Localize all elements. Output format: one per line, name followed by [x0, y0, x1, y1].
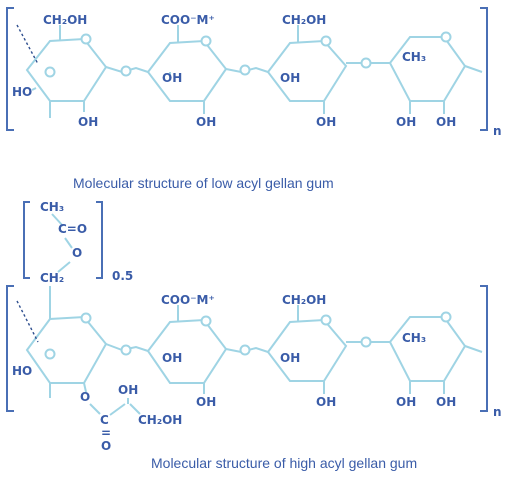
sugar-ring-4-low [388, 36, 467, 102]
sugar-ring-2-high [146, 318, 228, 384]
glyc-o-12-low [120, 65, 132, 77]
oh-4b-high: OH [436, 395, 456, 409]
glyceryl-ch2oh: CH₂OH [138, 413, 182, 427]
stereo-bond-low [16, 24, 39, 65]
glyceryl-oh: OH [118, 383, 138, 397]
ring-oxygen-1b-high [80, 312, 92, 324]
glyceryl-o2: O [101, 439, 111, 453]
left-bracket-high [6, 285, 14, 412]
sugar-ring-2-low [146, 39, 228, 102]
acetyl-bracket-right [96, 201, 103, 279]
oh-2a-low: OH [162, 71, 182, 85]
glyceryl-eq: = [101, 426, 111, 440]
left-bracket-low [6, 7, 14, 131]
acetyl-o: O [72, 246, 82, 260]
ho-high: HO [12, 364, 32, 378]
coo-m-high: COO⁻M⁺ [161, 293, 215, 307]
glyc-o-12-high [120, 344, 132, 356]
oh-2b-low: OH [196, 115, 216, 129]
glyc-o-23-high [239, 344, 251, 356]
oh-4a-high: OH [396, 395, 416, 409]
oh-1-low: OH [78, 115, 98, 129]
ring-oxygen-1-high [44, 348, 56, 360]
acetyl-c-eq-o: C=O [58, 222, 87, 236]
oh-3b-high: OH [316, 395, 336, 409]
high-acyl-structure: CH₃ C=O O CH₂ 0.5 n HO O C = O OH CH₂OH [6, 200, 502, 453]
oh-3a-high: OH [280, 351, 300, 365]
stereo-bond-high [16, 300, 39, 343]
sugar-ring-1-high [25, 315, 108, 384]
repeat-n-low: n [493, 124, 502, 138]
oh-2a-high: OH [162, 351, 182, 365]
sugar-ring-4-high [388, 316, 467, 382]
sugar-ring-1-low [25, 37, 108, 102]
right-bracket-high [480, 285, 488, 412]
glyc-o-34-low [360, 57, 372, 69]
glyc-o-23-low [239, 64, 251, 76]
glyceryl-o: O [80, 390, 90, 404]
ring-oxygen-2-high [200, 315, 212, 327]
ring-oxygen-4-high [440, 311, 452, 323]
ho-low: HO [12, 85, 32, 99]
ring-oxygen-1-low [44, 66, 56, 78]
caption-low-acyl: Molecular structure of low acyl gellan g… [73, 175, 334, 191]
glyceryl-c: C [100, 413, 109, 427]
caption-high-acyl: Molecular structure of high acyl gellan … [151, 455, 417, 471]
ch2oh-3-high: CH₂OH [282, 293, 326, 307]
oh-4b-low: OH [436, 115, 456, 129]
ch3-low: CH₃ [402, 50, 426, 64]
sugar-ring-3-low [266, 39, 348, 102]
ch3-high: CH₃ [402, 331, 426, 345]
sugar-ring-3-high [266, 318, 348, 382]
ch2oh-3-low: CH₂OH [282, 13, 326, 27]
oh-3a-low: OH [280, 71, 300, 85]
oh-2b-high: OH [196, 395, 216, 409]
repeat-n-high: n [493, 405, 502, 419]
ring-oxygen-3-high [320, 314, 332, 326]
acetyl-subscript: 0.5 [112, 269, 133, 283]
right-bracket-low [480, 7, 488, 131]
ring-oxygen-2-low [200, 35, 212, 47]
low-acyl-structure: n CH₂OH HO OH COO⁻M⁺ OH OH CH₂OH [6, 7, 502, 138]
ch2oh-1-low: CH₂OH [43, 13, 87, 27]
oh-4a-low: OH [396, 115, 416, 129]
acetyl-ch2: CH₂ [40, 271, 64, 285]
ring-oxygen-1b-low [80, 33, 92, 45]
glyc-o-34-high [360, 336, 372, 348]
ring-oxygen-3-low [320, 35, 332, 47]
acetyl-bracket [23, 201, 30, 279]
acetyl-ch3: CH₃ [40, 200, 64, 214]
coo-m-low: COO⁻M⁺ [161, 13, 215, 27]
oh-3b-low: OH [316, 115, 336, 129]
ring-oxygen-4-low [440, 31, 452, 43]
